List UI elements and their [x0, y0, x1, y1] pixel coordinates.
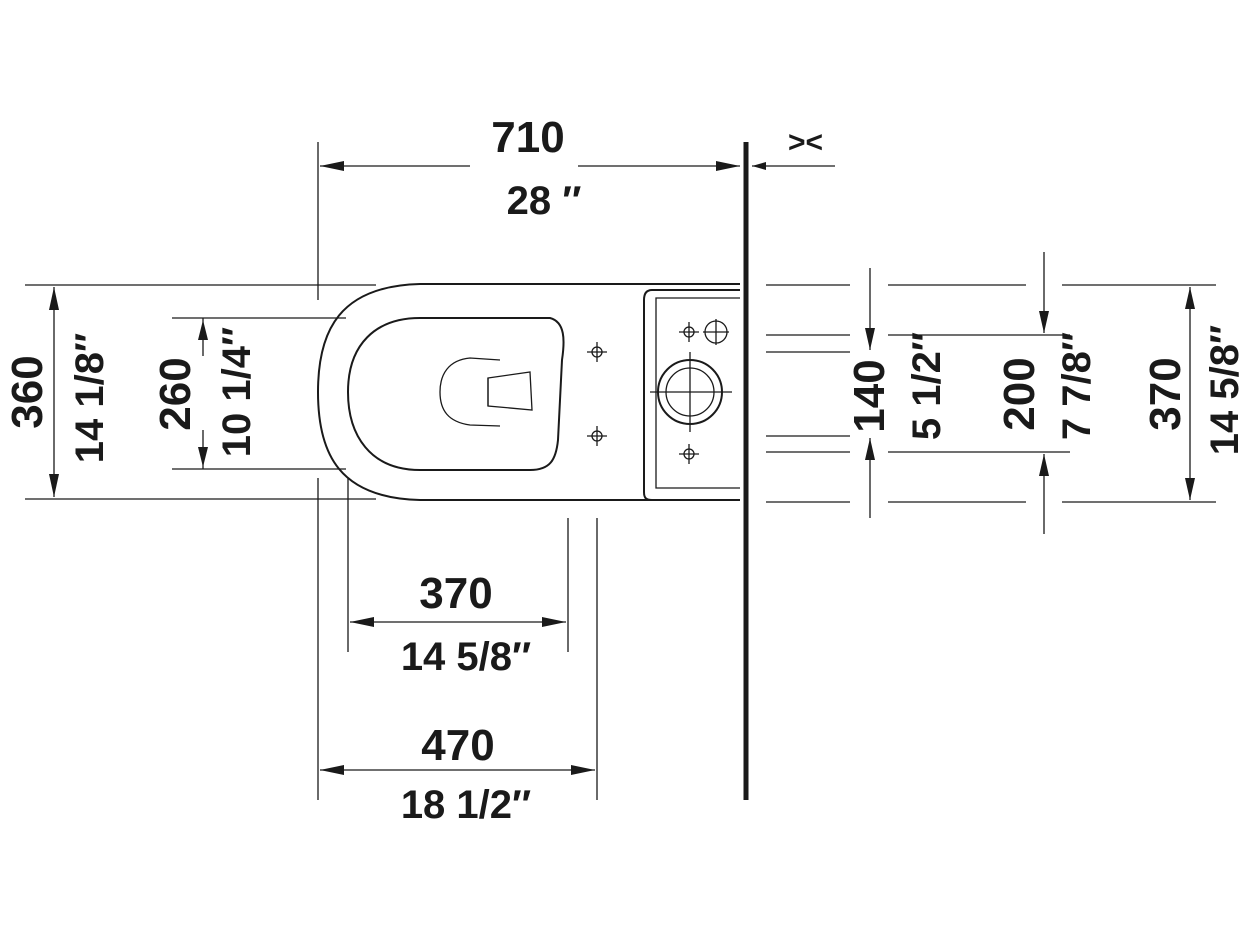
dim-260-mm: 260 — [151, 357, 200, 430]
dim-260-in: 10 1/4″ — [215, 327, 259, 457]
fixing-hole-upper — [587, 342, 607, 362]
fixing-hole-lower — [587, 426, 607, 446]
tank-hole-small-lower — [679, 444, 699, 464]
wall-gap-arrow — [752, 162, 766, 170]
tank-hole-small-upper — [679, 322, 699, 342]
dim-470-in: 18 1/2″ — [401, 783, 531, 827]
dim-140-in: 5 1/2″ — [905, 332, 949, 440]
wall-gap-symbol: >< — [788, 126, 823, 159]
dim-140-mm: 140 — [845, 359, 894, 432]
dim-370-bottom-mm: 370 — [419, 569, 492, 618]
dim-710-mm: 710 — [491, 113, 564, 162]
dim-200-in: 7 7/8″ — [1055, 332, 1099, 440]
dim-470-mm: 470 — [421, 721, 494, 770]
dim-200-mm: 200 — [995, 357, 1044, 430]
dim-710-in: 28 ″ — [507, 179, 582, 223]
dim-370-right-in: 14 5/8″ — [1203, 325, 1246, 455]
dim-370-bottom-in: 14 5/8″ — [401, 635, 531, 679]
dim-360-mm: 360 — [3, 355, 52, 428]
tank-hole-large-upper — [703, 319, 729, 345]
toilet-outline — [316, 283, 740, 501]
dim-360-in: 14 1/8″ — [68, 333, 112, 463]
dim-370-right-mm: 370 — [1141, 357, 1190, 430]
flush-valve-hole — [650, 352, 732, 432]
